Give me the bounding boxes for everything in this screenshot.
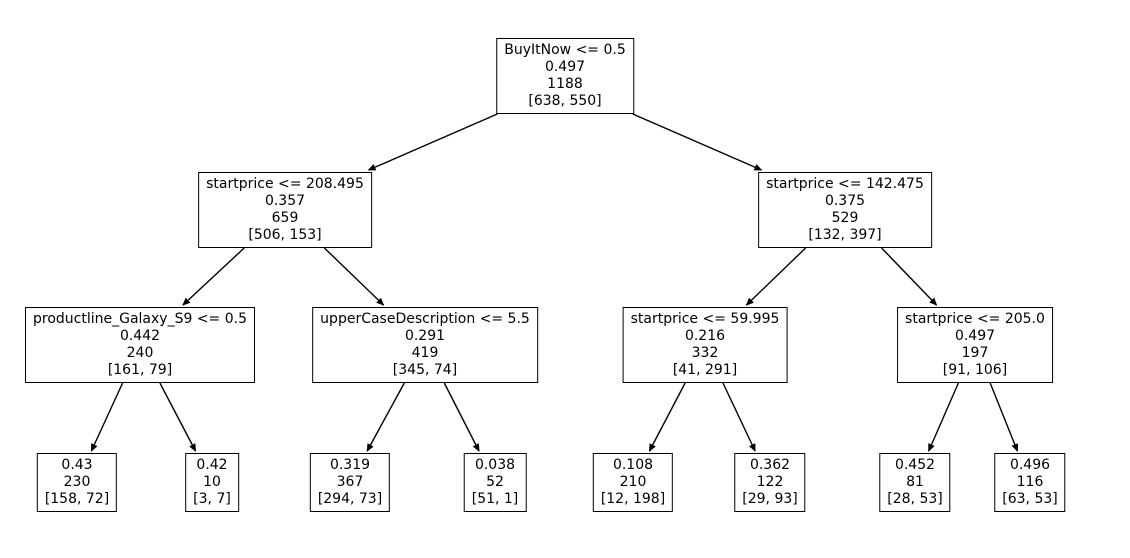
node-impurity: 0.43 [61, 457, 93, 473]
node-impurity: 0.442 [119, 328, 161, 344]
node-impurity: 0.038 [474, 457, 516, 473]
node-samples: 419 [411, 345, 439, 361]
tree-edge-arrow [367, 113, 498, 171]
tree-leaf-4: 0.038 52 [51, 1] [463, 453, 527, 512]
node-samples: 240 [126, 345, 154, 361]
node-samples: 122 [756, 474, 784, 490]
node-value: [506, 153] [248, 227, 322, 243]
node-condition: upperCaseDescription <= 5.5 [320, 311, 530, 327]
node-impurity: 0.375 [824, 193, 866, 209]
node-impurity: 0.319 [329, 457, 371, 473]
tree-edge-arrow [745, 247, 807, 306]
node-samples: 116 [1016, 474, 1044, 490]
node-value: [345, 74] [392, 362, 458, 378]
node-impurity: 0.362 [749, 457, 791, 473]
node-value: [294, 73] [317, 491, 383, 507]
tree-node-root: BuyItNow <= 0.5 0.497 1188 [638, 550] [496, 38, 634, 114]
node-value: [41, 291] [672, 362, 738, 378]
tree-edge-arrow [928, 382, 960, 452]
node-value: [29, 93] [742, 491, 798, 507]
node-samples: 230 [63, 474, 91, 490]
tree-edge-arrows [90, 113, 1019, 452]
node-impurity: 0.291 [404, 328, 446, 344]
tree-node-right-right: startprice <= 205.0 0.497 197 [91, 106] [897, 307, 1053, 383]
node-value: [638, 550] [528, 93, 602, 109]
node-impurity: 0.42 [196, 457, 228, 473]
node-samples: 10 [203, 474, 221, 490]
node-value: [28, 53] [887, 491, 943, 507]
node-samples: 367 [336, 474, 364, 490]
node-samples: 332 [691, 345, 719, 361]
tree-edge-arrow [443, 382, 480, 452]
node-impurity: 0.496 [1009, 457, 1051, 473]
node-condition: startprice <= 208.495 [206, 176, 364, 192]
node-value: [63, 53] [1002, 491, 1058, 507]
node-samples: 81 [906, 474, 924, 490]
node-condition: startprice <= 59.995 [630, 311, 780, 327]
node-samples: 529 [831, 210, 859, 226]
tree-node-left: startprice <= 208.495 0.357 659 [506, 15… [198, 172, 372, 248]
node-samples: 52 [486, 474, 504, 490]
tree-edge-arrow [989, 382, 1019, 452]
node-value: [3, 7] [193, 491, 231, 507]
tree-edge-arrow [323, 247, 385, 306]
tree-leaf-2: 0.42 10 [3, 7] [185, 453, 239, 512]
tree-node-right-left: startprice <= 59.995 0.216 332 [41, 291] [622, 307, 788, 383]
tree-node-left-left: productline_Galaxy_S9 <= 0.5 0.442 240 [… [25, 307, 255, 383]
tree-edge-arrow [648, 382, 686, 452]
node-condition: startprice <= 142.475 [766, 176, 924, 192]
tree-leaf-3: 0.319 367 [294, 73] [309, 453, 391, 512]
tree-leaf-6: 0.362 122 [29, 93] [734, 453, 806, 512]
tree-node-left-right: upperCaseDescription <= 5.5 0.291 419 [3… [312, 307, 538, 383]
node-condition: BuyItNow <= 0.5 [504, 42, 626, 58]
node-value: [91, 106] [942, 362, 1008, 378]
tree-edge-arrow [632, 113, 763, 171]
tree-edge-arrow [881, 247, 938, 306]
node-value: [132, 397] [808, 227, 882, 243]
tree-edge-arrow [722, 382, 756, 452]
node-impurity: 0.216 [684, 328, 726, 344]
tree-leaf-7: 0.452 81 [28, 53] [879, 453, 951, 512]
node-samples: 197 [961, 345, 989, 361]
node-samples: 1188 [547, 76, 583, 92]
node-impurity: 0.357 [264, 193, 306, 209]
tree-edge-arrow [159, 382, 197, 452]
node-impurity: 0.108 [612, 457, 654, 473]
node-impurity: 0.497 [544, 59, 586, 75]
node-value: [12, 198] [600, 491, 666, 507]
tree-node-right: startprice <= 142.475 0.375 529 [132, 39… [758, 172, 932, 248]
node-samples: 659 [271, 210, 299, 226]
tree-leaf-8: 0.496 116 [63, 53] [994, 453, 1066, 512]
node-condition: productline_Galaxy_S9 <= 0.5 [33, 311, 247, 327]
node-condition: startprice <= 205.0 [905, 311, 1045, 327]
tree-leaf-1: 0.43 230 [158, 72] [36, 453, 118, 512]
tree-edge-arrow [182, 247, 245, 306]
node-impurity: 0.452 [894, 457, 936, 473]
tree-leaf-5: 0.108 210 [12, 198] [592, 453, 674, 512]
node-value: [158, 72] [44, 491, 110, 507]
tree-edge-arrow [90, 382, 124, 452]
node-impurity: 0.497 [954, 328, 996, 344]
node-samples: 210 [619, 474, 647, 490]
node-value: [51, 1] [471, 491, 519, 507]
tree-edge-arrow [366, 382, 405, 452]
node-value: [161, 79] [107, 362, 173, 378]
